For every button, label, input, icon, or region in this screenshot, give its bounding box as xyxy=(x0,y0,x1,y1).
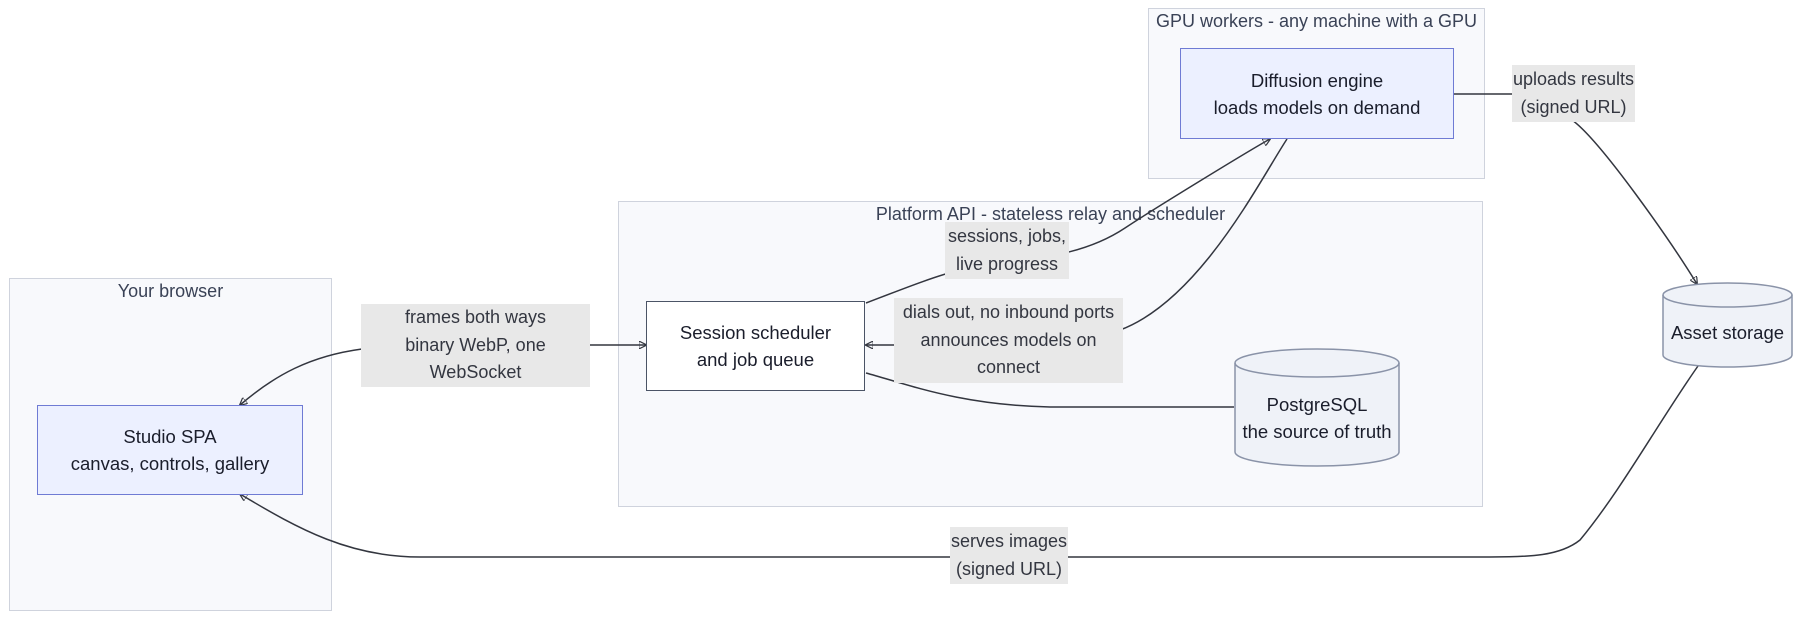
edge-label-sessions-line1: sessions, jobs, xyxy=(947,226,1067,246)
node-postgresql[interactable]: PostgreSQL the source of truth xyxy=(1234,348,1400,467)
edge-db xyxy=(865,372,1234,408)
edge-label-frames-line3: WebSocket xyxy=(429,362,522,383)
node-diffusion-engine-title: Diffusion engine xyxy=(1250,69,1384,91)
node-asset-storage[interactable]: Asset storage xyxy=(1662,282,1793,368)
edge-label-dials: dials out, no inbound ports announces mo… xyxy=(894,298,1123,383)
node-session-scheduler[interactable]: Session scheduler and job queue xyxy=(646,301,865,391)
edge-label-frames-line1: frames both ways xyxy=(404,307,547,328)
edge-sessions xyxy=(865,139,1270,304)
asset-storage-cylinder-shape xyxy=(1662,282,1793,368)
node-diffusion-engine[interactable]: Diffusion engine loads models on demand xyxy=(1180,48,1454,139)
edge-label-sessions-line2: live progress xyxy=(955,253,1059,274)
group-gpu-title: GPU workers - any machine with a GPU xyxy=(1155,11,1478,31)
edge-label-serves: serves images (signed URL) xyxy=(950,527,1068,584)
edge-uploads xyxy=(1453,93,1697,284)
edge-label-dials-line3: connect xyxy=(976,357,1041,378)
node-studio-spa[interactable]: Studio SPA canvas, controls, gallery xyxy=(37,405,303,495)
node-session-scheduler-title: Session scheduler xyxy=(679,322,832,343)
node-studio-spa-subtitle: canvas, controls, gallery xyxy=(70,453,270,474)
group-browser-title: Your browser xyxy=(117,281,224,301)
edge-label-frames-line2: binary WebP, one xyxy=(405,334,546,355)
edge-label-uploads-line2: (signed URL) xyxy=(1520,96,1627,117)
edge-label-frames: frames both ways binary WebP, one WebSoc… xyxy=(361,304,590,387)
edge-frames-left xyxy=(240,348,363,405)
edge-label-serves-line1: serves images xyxy=(950,531,1068,551)
edge-serves xyxy=(240,365,1699,558)
edge-dials xyxy=(866,138,1288,345)
node-asset-storage-title: Asset storage xyxy=(1670,321,1785,343)
edge-label-sessions: sessions, jobs, live progress xyxy=(945,222,1069,279)
node-session-scheduler-subtitle: and job queue xyxy=(696,349,815,370)
node-diffusion-engine-subtitle: loads models on demand xyxy=(1213,96,1421,118)
edge-label-serves-line2: (signed URL) xyxy=(955,558,1063,579)
node-postgresql-subtitle: the source of truth xyxy=(1242,421,1392,442)
edge-label-dials-line2: announces models on xyxy=(920,329,1097,350)
edge-label-uploads: uploads results (signed URL) xyxy=(1512,65,1635,122)
edge-label-dials-line1: dials out, no inbound ports xyxy=(902,302,1115,323)
postgresql-cylinder-shape xyxy=(1234,348,1400,467)
node-studio-spa-title: Studio SPA xyxy=(123,426,217,447)
edge-label-uploads-line1: uploads results xyxy=(1512,69,1635,89)
node-postgresql-title: PostgreSQL xyxy=(1266,394,1368,415)
